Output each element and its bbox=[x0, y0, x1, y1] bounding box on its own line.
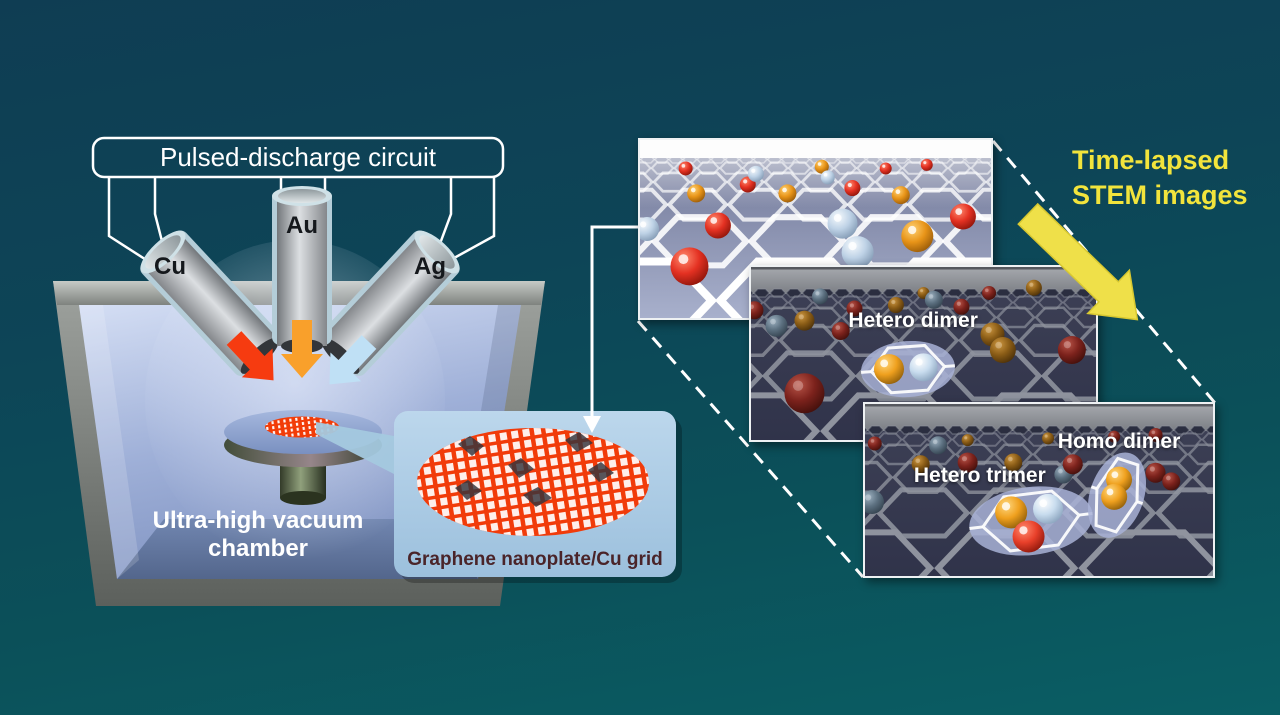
homo-dimer-label: Homo dimer bbox=[1057, 429, 1181, 453]
ag-beam-arrow-icon bbox=[329, 335, 377, 385]
cu-target-label: Cu bbox=[154, 253, 186, 280]
graphene-grid-inset: Graphene nanoplate/Cu grid bbox=[394, 411, 682, 583]
ag-target-gun bbox=[318, 230, 460, 376]
hetero-trimer-label: Hetero trimer bbox=[913, 464, 1046, 488]
au-beam-arrow-icon bbox=[281, 320, 323, 378]
au-target-label: Au bbox=[286, 212, 318, 239]
pulsed-discharge-circuit-box: Pulsed-discharge circuit bbox=[91, 136, 505, 179]
stem-frame-3: Hetero trimer Homo dimer bbox=[863, 402, 1215, 578]
down-arrow-icon bbox=[583, 416, 601, 433]
ag-target-label: Ag bbox=[414, 253, 446, 280]
circuit-wires bbox=[107, 177, 496, 265]
inset-label: Graphene nanoplate/Cu grid bbox=[407, 549, 662, 570]
stem-caption: Time-lapsed STEM images bbox=[1072, 143, 1248, 213]
apparatus-schematic: Pulsed-discharge circuit bbox=[53, 136, 682, 606]
graphene-nanoplates bbox=[455, 432, 614, 507]
frame-to-inset-connector bbox=[583, 225, 643, 433]
au-target-gun bbox=[272, 186, 332, 353]
stem-caption-line2: STEM images bbox=[1072, 180, 1248, 210]
pulsed-discharge-circuit-label: Pulsed-discharge circuit bbox=[160, 142, 437, 172]
chamber-label-line2: chamber bbox=[208, 535, 308, 562]
hetero-dimer-label: Hetero dimer bbox=[848, 308, 978, 332]
cu-beam-arrow-icon bbox=[226, 331, 274, 381]
chamber-label-line1: Ultra-high vacuum bbox=[153, 507, 364, 534]
inset-callout-wedge bbox=[316, 422, 394, 474]
stem-caption-line1: Time-lapsed bbox=[1072, 145, 1230, 175]
